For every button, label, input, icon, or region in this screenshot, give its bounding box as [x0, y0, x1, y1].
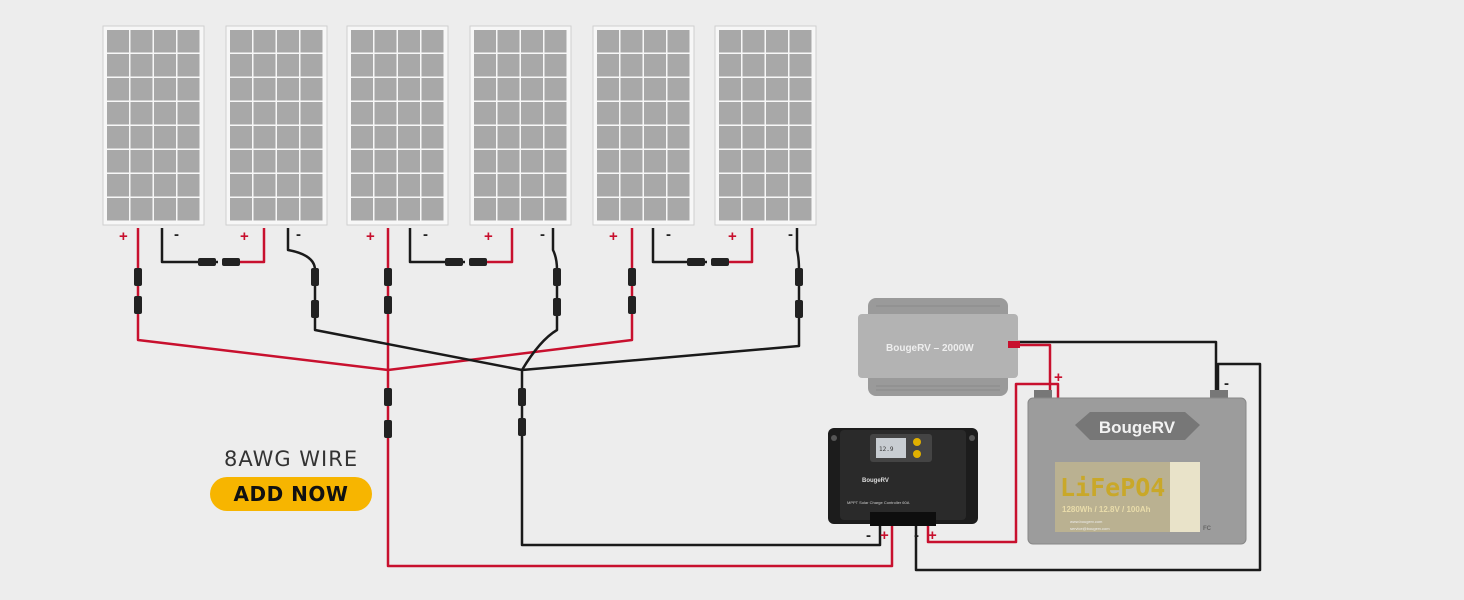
mc4-connector	[384, 388, 392, 406]
battery-specs: 1280Wh / 12.8V / 100Ah	[1062, 505, 1151, 514]
plus-label: +	[484, 228, 493, 245]
mc4-connector	[518, 388, 526, 406]
black-wire	[160, 228, 218, 264]
red-wire	[387, 228, 634, 372]
battery-email: service@bougerv.com	[1070, 526, 1110, 531]
red-wire	[926, 382, 1060, 544]
plus-label: +	[880, 527, 889, 544]
solar-panel-6	[714, 25, 817, 226]
battery: BougeRV LiFePO4 1280Wh / 12.8V / 100Ah w…	[1027, 390, 1247, 545]
mc4-connector	[311, 268, 319, 286]
red-wire	[1020, 343, 1052, 398]
solar-panel-array	[102, 25, 817, 226]
solar-panel-1	[102, 25, 205, 226]
plus-label: +	[928, 527, 937, 544]
black-wire	[1018, 340, 1218, 392]
controller-display: 12.9	[879, 446, 894, 453]
mc4-connector	[795, 268, 803, 286]
red-wire	[136, 228, 389, 372]
plus-label: +	[366, 228, 375, 245]
charge-controller: 12.9 BougeRV MPPT Solar Charge Controlle…	[828, 428, 978, 526]
battery-cert: FC	[1203, 526, 1212, 532]
battery-web: www.bougerv.com	[1070, 519, 1103, 524]
minus-label: -	[666, 226, 671, 243]
mc4-connector	[711, 258, 729, 266]
red-wire	[729, 228, 754, 264]
plus-label: +	[240, 228, 249, 245]
minus-label: -	[914, 527, 919, 544]
mc4-connector	[222, 258, 240, 266]
promo-title: 8AWG WIRE	[224, 447, 359, 471]
minus-label: -	[423, 226, 428, 243]
black-wire	[286, 228, 523, 372]
mc4-connector	[445, 258, 463, 266]
black-wire	[520, 370, 882, 547]
solar-panel-5	[592, 25, 695, 226]
svg-text:BougeRV – 2000W: BougeRV – 2000W	[886, 343, 974, 354]
add-now-button[interactable]: ADD NOW	[210, 477, 372, 511]
mc4-connector	[518, 418, 526, 436]
mc4-connector	[384, 268, 392, 286]
minus-label: -	[174, 226, 179, 243]
mc4-connector	[134, 296, 142, 314]
mc4-connector	[628, 296, 636, 314]
minus-label: -	[1224, 375, 1229, 392]
black-wire	[914, 362, 1262, 572]
mc4-connector	[687, 258, 705, 266]
minus-label: -	[866, 527, 871, 544]
red-wire	[240, 228, 266, 264]
minus-label: -	[540, 226, 545, 243]
controller-label: MPPT Solar Charge Controller 60A	[847, 500, 910, 505]
inverter-brand: BougeRV	[886, 343, 931, 354]
mc4-connector	[134, 268, 142, 286]
plus-label: +	[609, 228, 618, 245]
minus-label: -	[788, 226, 793, 243]
controller-brand: BougeRV	[862, 478, 889, 484]
mc4-connector	[553, 298, 561, 316]
battery-chemistry: LiFePO4	[1060, 473, 1165, 502]
black-wire	[408, 228, 465, 264]
mc4-connector	[628, 268, 636, 286]
mc4-connector	[469, 258, 487, 266]
mc4-connector	[795, 300, 803, 318]
solar-panel-3	[346, 25, 449, 226]
mc4-connector	[384, 420, 392, 438]
red-wire	[487, 228, 514, 264]
plus-label: +	[119, 228, 128, 245]
solar-panel-4	[469, 25, 572, 226]
mc4-connector	[311, 300, 319, 318]
battery-brand: BougeRV	[1099, 418, 1176, 437]
inverter-model: 2000W	[942, 343, 974, 354]
mc4-connector	[198, 258, 216, 266]
inverter: BougeRV – 2000W	[858, 298, 1020, 396]
wires	[134, 228, 1262, 572]
plus-label: +	[1054, 369, 1063, 386]
terminal-labels: ++++++------+-+-+-	[119, 226, 1229, 544]
minus-label: -	[296, 226, 301, 243]
solar-panel-2	[225, 25, 328, 226]
mc4-connector	[384, 296, 392, 314]
red-wire	[386, 370, 894, 568]
black-wire	[651, 228, 707, 264]
plus-label: +	[728, 228, 737, 245]
mc4-connector	[553, 268, 561, 286]
